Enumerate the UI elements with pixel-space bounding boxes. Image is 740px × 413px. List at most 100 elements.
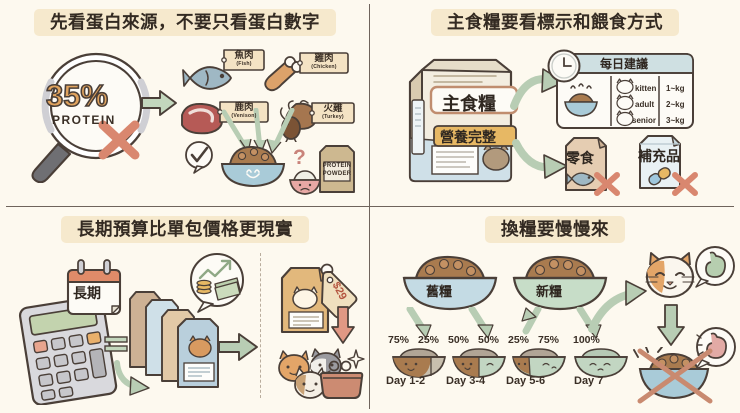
clock-icon bbox=[547, 49, 581, 83]
protein-sublabel: PROTEIN bbox=[52, 113, 116, 127]
panel-long-term-budget: 長期預算比單包價格更現實 bbox=[0, 207, 370, 413]
cross-icon-supplement bbox=[672, 172, 698, 196]
panel4-title-band: 換糧要慢慢來 bbox=[485, 215, 625, 243]
question-icon: ? bbox=[293, 146, 306, 169]
staple-main-label: 主食糧 bbox=[442, 94, 496, 114]
panel3-title: 長期預算比單包價格更現實 bbox=[77, 218, 293, 239]
old-food-label: 舊糧 bbox=[426, 283, 453, 299]
tag-venison-en: (Venison) bbox=[231, 112, 257, 119]
panel4-title: 換糧要慢慢來 bbox=[501, 218, 609, 239]
panel-staple-food: 主食糧要看標示和餵食方式 主食糧 營養完整 bbox=[370, 0, 740, 207]
schedule-3-day: Day 7 bbox=[574, 374, 604, 387]
tag-fish-en: (Fish) bbox=[236, 60, 252, 67]
tag-chicken-en: (Chicken) bbox=[311, 63, 337, 70]
panel1-title-wrap: 先看蛋白來源，不要只看蛋白數字 bbox=[0, 9, 370, 37]
powder-line-2: POWDER bbox=[322, 170, 352, 177]
schedule-2-old: 25% bbox=[508, 333, 530, 346]
tag-fish-label: 魚肉 (Fish) bbox=[222, 51, 266, 67]
snack-label: 零食 bbox=[566, 150, 594, 166]
arrow-curve-bottom-icon bbox=[114, 359, 150, 396]
fish-icon bbox=[182, 66, 232, 90]
panel3-title-band: 長期預算比單包價格更現實 bbox=[61, 215, 309, 243]
daily-row-1-stage: adult bbox=[635, 100, 655, 109]
tag-venison-label: 鹿肉 (Venison) bbox=[218, 103, 270, 119]
sad-bowl-icon bbox=[289, 170, 321, 195]
daily-row-2-stage: senior bbox=[632, 116, 657, 125]
tag-chicken bbox=[297, 52, 349, 74]
cross-icon-rejected-bowl bbox=[637, 348, 713, 403]
chicken-icon bbox=[264, 56, 302, 92]
mix-bowl-day3 bbox=[512, 347, 566, 378]
sparkle-icon bbox=[347, 348, 365, 369]
panel3-title-wrap: 長期預算比單包價格更現實 bbox=[0, 215, 370, 243]
mix-bowl-day4 bbox=[574, 347, 628, 378]
arrow-curve-down-icon bbox=[512, 139, 568, 179]
tag-turkey-cn: 火雞 bbox=[323, 103, 343, 114]
arrow-right-icon-1 bbox=[141, 90, 177, 116]
new-food-label: 新糧 bbox=[536, 283, 563, 299]
nutrition-sub-label: 營養完整 bbox=[440, 129, 496, 145]
nutrition-label-plate bbox=[433, 125, 517, 147]
equals-icon bbox=[104, 335, 128, 352]
daily-table-header: 每日建議 bbox=[600, 57, 649, 71]
panel2-title: 主食糧要看標示和餵食方式 bbox=[447, 12, 663, 32]
tag-venison-cn: 鹿肉 bbox=[234, 102, 254, 113]
panel-protein-source: 先看蛋白來源，不要只看蛋白數字 35% PROTEIN bbox=[0, 0, 370, 207]
arrow-right-icon-3 bbox=[218, 332, 258, 361]
daily-row-0-stage: kitten bbox=[635, 84, 657, 93]
bag-row-icon bbox=[129, 290, 219, 388]
cross-icon-snack bbox=[594, 172, 620, 196]
daily-row-2-amount: 3~kg bbox=[666, 116, 685, 125]
cross-icon-protein bbox=[98, 120, 140, 160]
tag-turkey-label: 火雞 (Turkey) bbox=[310, 104, 356, 120]
mix-bowl-day1 bbox=[392, 347, 446, 378]
tag-fish-cn: 魚肉 bbox=[234, 50, 254, 61]
protein-powder-text: PROTEIN POWDER bbox=[314, 163, 360, 178]
calendar-label: 長期 bbox=[73, 284, 101, 301]
schedule-3-old: 100% bbox=[573, 333, 600, 346]
mix-bowl-day2 bbox=[452, 347, 506, 378]
schedule-1-old: 50% bbox=[448, 333, 470, 346]
protein-percent: 35% bbox=[45, 77, 109, 114]
happy-cat-icon bbox=[645, 251, 695, 298]
panel1-title: 先看蛋白來源，不要只看蛋白數字 bbox=[50, 12, 320, 32]
purse-icon bbox=[319, 360, 364, 399]
supplement-bag-icon bbox=[639, 135, 681, 189]
tag-chicken-label: 雞肉 (Chicken) bbox=[298, 54, 350, 70]
budget-dashed-separator bbox=[260, 252, 261, 398]
powder-line-1: PROTEIN bbox=[322, 163, 352, 169]
tag-chicken-cn: 雞肉 bbox=[314, 53, 334, 64]
arrow-to-cat-icon bbox=[588, 279, 647, 333]
upset-stomach-icon bbox=[695, 326, 736, 370]
money-bubble-icon bbox=[190, 252, 244, 313]
check-icon-bubble bbox=[185, 141, 213, 174]
schedule-0-day: Day 1-2 bbox=[386, 374, 426, 387]
arrow-down-icon-4 bbox=[657, 303, 685, 346]
tag-turkey bbox=[309, 102, 355, 124]
panel-food-transition: 換糧要慢慢來 舊糧 新糧 bbox=[370, 207, 740, 413]
schedule-2-day: Day 5-6 bbox=[506, 374, 546, 387]
panel4-title-wrap: 換糧要慢慢來 bbox=[370, 215, 740, 243]
tag-turkey-en: (Turkey) bbox=[322, 113, 344, 120]
panel2-title-band: 主食糧要看標示和餵食方式 bbox=[431, 9, 679, 37]
schedule-2-new: 75% bbox=[538, 333, 560, 346]
horizontal-divider bbox=[6, 206, 734, 208]
tag-fish bbox=[221, 49, 265, 71]
daily-row-0-amount: 1~kg bbox=[666, 84, 685, 93]
healthy-stomach-icon bbox=[695, 245, 735, 288]
old-food-bowl-icon bbox=[402, 255, 498, 310]
panel1-title-band: 先看蛋白來源，不要只看蛋白數字 bbox=[34, 9, 336, 37]
food-bowl-icon bbox=[220, 146, 286, 188]
daily-recommendation-card bbox=[556, 53, 694, 129]
arrow-down-icon-3 bbox=[331, 305, 355, 344]
protein-powder-bag-icon bbox=[319, 145, 355, 193]
schedule-1-day: Day 3-4 bbox=[446, 374, 486, 387]
supplement-label: 補充品 bbox=[638, 148, 680, 164]
schedule-0-new: 25% bbox=[418, 333, 440, 346]
schedule-1-new: 50% bbox=[478, 333, 500, 346]
daily-row-1-amount: 2~kg bbox=[666, 100, 685, 109]
price-tag-icon bbox=[320, 263, 358, 318]
calendar-icon bbox=[66, 258, 122, 315]
panel2-title-wrap: 主食糧要看標示和餵食方式 bbox=[370, 9, 740, 37]
